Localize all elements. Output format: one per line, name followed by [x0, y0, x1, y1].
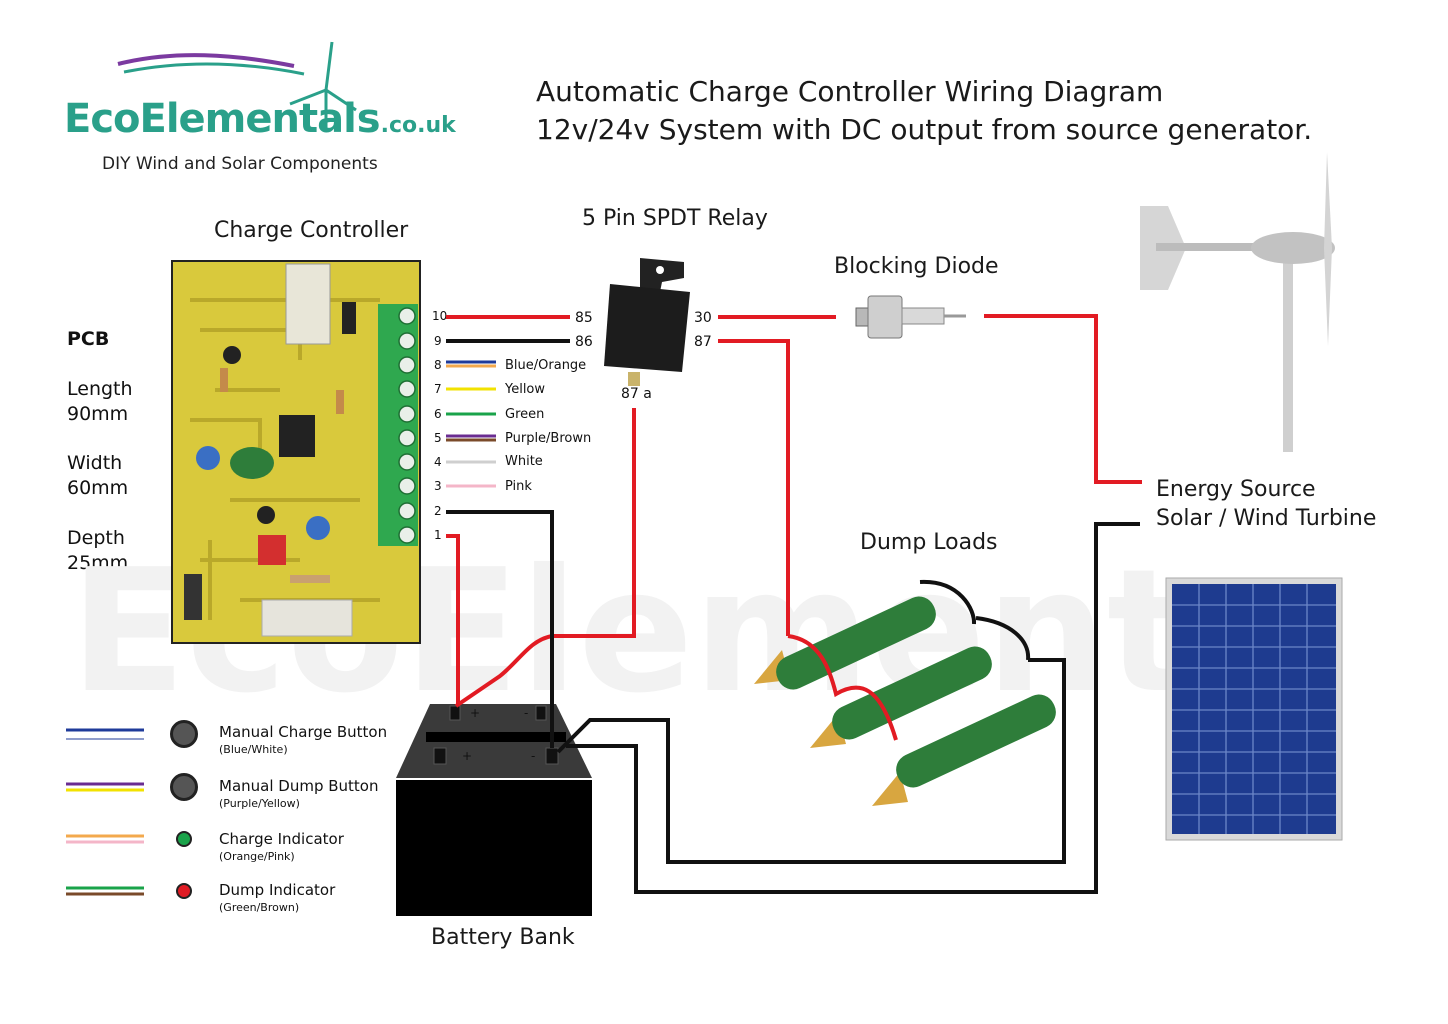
pin-6: 6	[434, 407, 442, 421]
diagram-title-line1: Automatic Charge Controller Wiring Diagr…	[536, 75, 1164, 108]
battery-bank	[396, 704, 592, 916]
battery-bank-title: Battery Bank	[431, 925, 575, 950]
relay-pin-87: 87	[694, 334, 712, 350]
brand-tagline: DIY Wind and Solar Components	[102, 154, 378, 174]
brand-logo: EcoElementals.co.uk DIY Wind and Solar C…	[64, 40, 456, 180]
wiring	[446, 314, 1142, 894]
pin-9: 9	[434, 334, 442, 348]
wind-turbine	[1140, 152, 1335, 452]
pin-2: 2	[434, 504, 442, 518]
legend-label-1: Manual Charge Button	[219, 723, 388, 741]
pin-8: 8	[434, 358, 442, 372]
battery-minus-back: -	[524, 706, 528, 720]
dump-indicator-icon	[176, 883, 192, 899]
pcb-length-label: Length	[67, 378, 133, 400]
legend-sub-1: (Blue/White)	[219, 743, 288, 756]
pcb-width-label: Width	[67, 452, 123, 474]
manual-dump-button-icon	[170, 773, 198, 801]
legend-sub-3: (Orange/Pink)	[219, 850, 295, 863]
capacitor	[230, 447, 274, 479]
legend-sub-4: (Green/Brown)	[219, 901, 300, 914]
battery-plus-back: +	[470, 706, 480, 720]
solar-panel	[1165, 577, 1343, 841]
wire-label-blue-orange: Blue/Orange	[505, 358, 586, 373]
dump-loads-title: Dump Loads	[860, 530, 998, 555]
diode-title: Blocking Diode	[834, 254, 999, 279]
legend-label-4: Dump Indicator	[219, 881, 336, 899]
dump-load-2	[810, 646, 992, 748]
pin-5: 5	[434, 431, 442, 445]
battery-minus-front: -	[531, 749, 535, 763]
manual-charge-button-icon	[170, 720, 198, 748]
pcb-length-value: 90mm	[67, 403, 129, 425]
legend: Manual Charge Button (Blue/White) Manual…	[60, 716, 400, 926]
logo-swoosh	[117, 41, 357, 132]
relay-pin-30: 30	[694, 310, 712, 326]
legend-sub-2: (Purple/Yellow)	[219, 797, 300, 810]
pin-7: 7	[434, 382, 442, 396]
energy-source-line1: Energy Source	[1156, 477, 1316, 502]
ic-chip	[279, 415, 315, 457]
wire-label-white: White	[505, 454, 543, 469]
wire-label-yellow: Yellow	[504, 382, 545, 397]
controller-title: Charge Controller	[214, 218, 409, 243]
pin-3: 3	[434, 479, 442, 493]
diagram-title-line2: 12v/24v System with DC output from sourc…	[536, 113, 1313, 146]
relay	[604, 258, 690, 386]
legend-label-3: Charge Indicator	[219, 830, 344, 848]
relay-pin-86: 86	[575, 334, 593, 350]
pcb-depth-label: Depth	[67, 527, 125, 549]
relay-pin-85: 85	[575, 310, 593, 326]
pcb-depth-value: 25mm	[67, 552, 129, 574]
pcb-width-value: 60mm	[67, 477, 129, 499]
battery-plus-front: +	[462, 749, 472, 763]
relay-title: 5 Pin SPDT Relay	[582, 206, 768, 231]
dump-load-3	[872, 694, 1056, 806]
legend-label-2: Manual Dump Button	[219, 777, 379, 795]
terminal-block	[378, 304, 418, 546]
pcb-heading: PCB	[67, 328, 110, 350]
brand-wordmark: EcoElementals.co.uk	[64, 96, 456, 142]
pin-4: 4	[434, 455, 442, 469]
legend-wire-swatches	[66, 728, 144, 896]
relay-pin-87a: 87 a	[621, 386, 652, 402]
energy-source-line2: Solar / Wind Turbine	[1156, 506, 1377, 531]
wire-label-green: Green	[505, 407, 544, 422]
dump-load-1	[754, 596, 936, 690]
pin-10: 10	[432, 309, 447, 323]
pin-1: 1	[434, 528, 442, 542]
charge-indicator-icon	[176, 831, 192, 847]
blocking-diode	[855, 295, 966, 339]
dump-load-resistors	[754, 596, 1056, 806]
wire-label-pink: Pink	[505, 479, 532, 494]
wire-label-purple-brown: Purple/Brown	[505, 431, 591, 446]
